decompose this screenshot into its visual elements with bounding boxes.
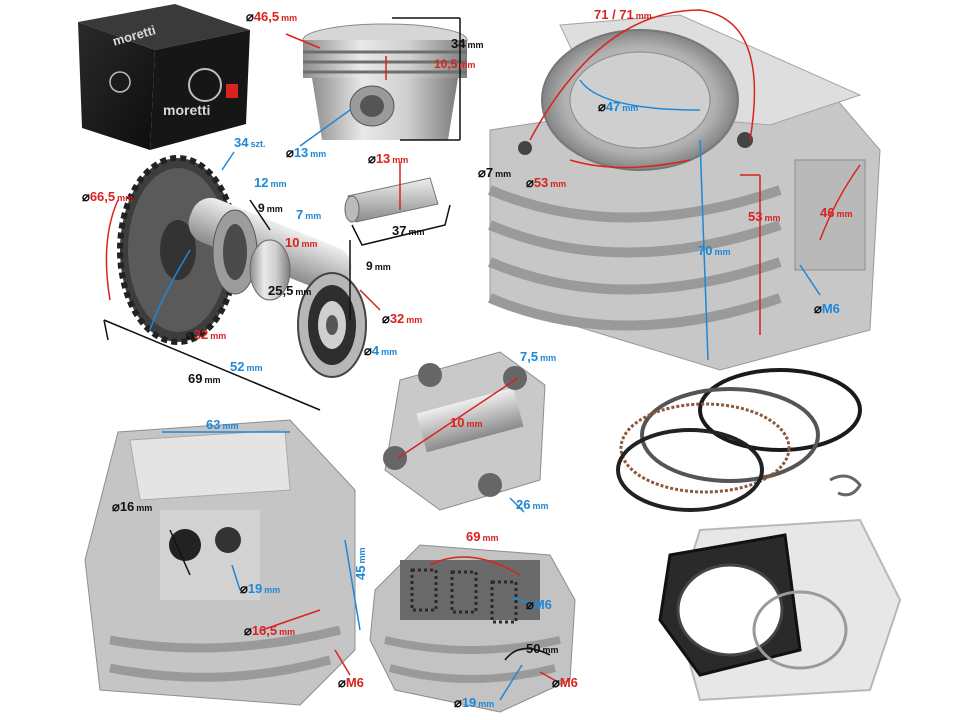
head-m6b-label: ⌀M6 [526, 597, 552, 612]
rocker-arm-image [383, 351, 546, 511]
head-m6c-label: ⌀M6 [552, 675, 578, 690]
head-m6a-label: ⌀M6 [338, 675, 364, 690]
cylinder-bolt-label: ⌀M6 [814, 301, 840, 316]
cylinder-head-left-image [84, 419, 356, 706]
gasket-set-image [658, 518, 902, 702]
piston-pin-image [344, 177, 439, 223]
dimension-lines [103, 9, 861, 701]
head-45-label: 45mm [353, 547, 368, 580]
moretti-box-image [78, 4, 250, 150]
box-brand-label-front: moretti [163, 102, 211, 118]
cylinder-head-right-image [369, 544, 576, 713]
piston-rings-image [616, 368, 862, 512]
cylinder-fins [488, 185, 782, 331]
valve-springs [410, 568, 518, 624]
camshaft-image [117, 155, 367, 378]
cylinder-image [488, 14, 881, 371]
piston-image [302, 23, 468, 140]
